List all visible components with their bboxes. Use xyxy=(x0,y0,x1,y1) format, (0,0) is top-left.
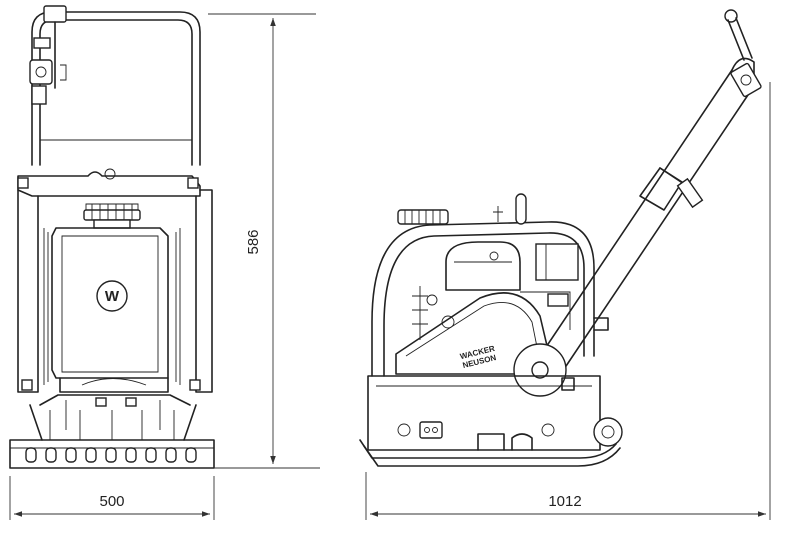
side-frame xyxy=(371,221,595,377)
base-plate-slots xyxy=(25,447,197,463)
fuel-cap xyxy=(83,203,141,229)
front-view: W xyxy=(9,5,215,469)
side-length-dimension-label: 1012 xyxy=(548,493,581,510)
side-view: WACKER NEUSON xyxy=(359,9,762,467)
side-lower-housing xyxy=(367,375,601,451)
front-handle xyxy=(31,11,201,166)
side-base-plate xyxy=(359,439,617,459)
height-dimension-label: 586 xyxy=(245,229,262,254)
throttle-lever xyxy=(29,5,67,105)
side-fuel-cap xyxy=(397,209,449,225)
front-width-dimension-label: 500 xyxy=(99,493,124,510)
side-handle xyxy=(535,9,762,379)
front-engine-body xyxy=(51,227,169,379)
dimension-lines xyxy=(9,13,771,520)
front-logo-letter: W xyxy=(105,288,120,305)
transport-wheel xyxy=(593,417,623,447)
handle-pivot xyxy=(513,343,575,397)
front-brand-logo: W xyxy=(96,280,128,312)
front-frame-top xyxy=(17,171,201,197)
